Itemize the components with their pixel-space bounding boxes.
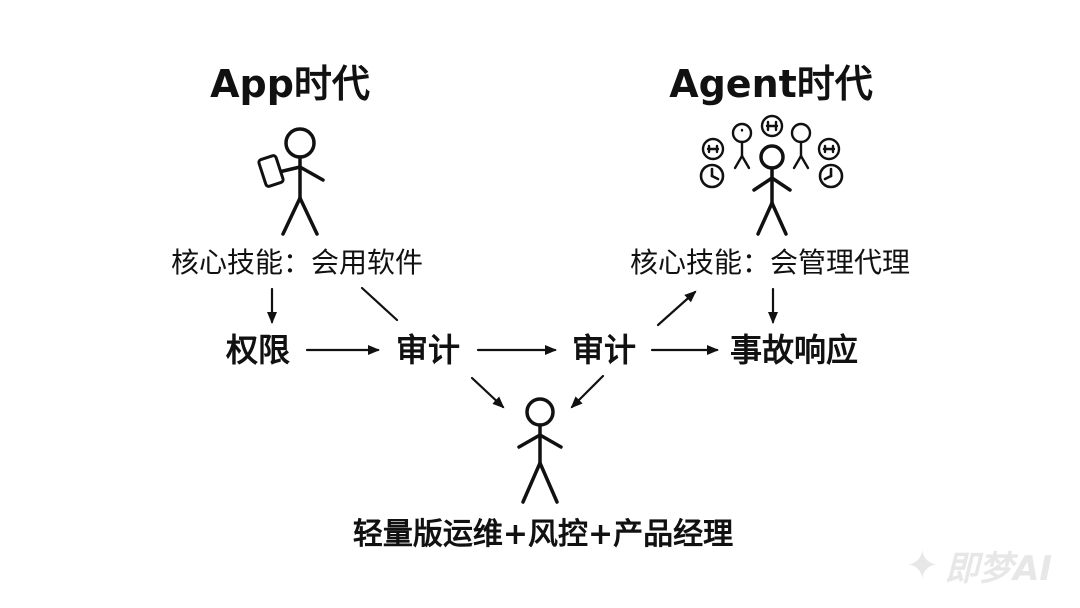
app-user-figure	[279, 129, 323, 234]
agent-figure	[733, 124, 751, 168]
watermark-text: 即梦AI	[945, 541, 1052, 590]
arrow-audit-to-agent-skill	[658, 292, 695, 325]
agent-core-skill-label: 核心技能：会管理代理	[630, 249, 910, 277]
agent-era-title: Agent时代	[669, 65, 873, 103]
watermark: ✦ 即梦AI	[906, 541, 1052, 590]
phone-icon	[258, 155, 284, 187]
app-era-title: App时代	[210, 65, 370, 103]
clock-icon	[701, 165, 723, 187]
app-core-skill-label: 核心技能：会用软件	[171, 249, 423, 277]
clock-icon	[820, 165, 842, 187]
star-swoosh-icon: ✦	[906, 543, 940, 589]
audit-node-left: 审计	[396, 334, 460, 366]
connector-skill-to-audit	[362, 288, 397, 320]
arrow-audit-to-person	[472, 378, 503, 407]
agent-head-icon	[819, 139, 839, 159]
bottom-role-label: 轻量版运维+风控+产品经理	[353, 520, 733, 550]
agent-head-icon	[703, 139, 723, 159]
bottom-person-figure	[519, 399, 561, 502]
permission-node: 权限	[226, 334, 290, 366]
incident-response-node: 事故响应	[730, 334, 858, 366]
arrow-audit-to-person	[572, 376, 603, 407]
agent-manager-figure	[754, 146, 790, 234]
agent-head-icon	[762, 116, 782, 136]
audit-node-right: 审计	[572, 334, 636, 366]
agent-figure	[792, 124, 810, 168]
